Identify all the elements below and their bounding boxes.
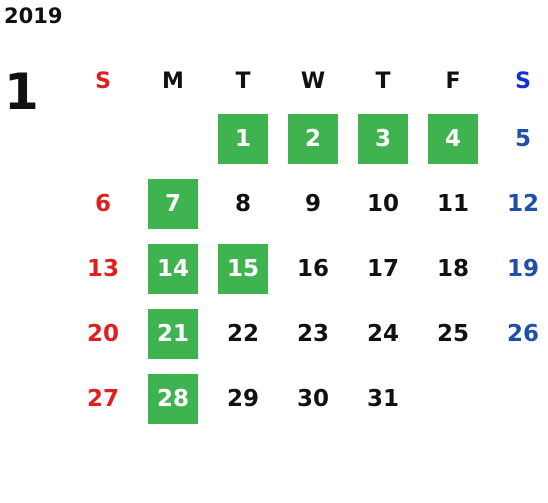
empty-day-cell — [68, 106, 138, 171]
day-number: 3 — [358, 113, 408, 164]
day-number: 9 — [304, 190, 321, 217]
day-number: 26 — [506, 320, 539, 347]
day-number: 30 — [296, 385, 329, 412]
day-number: 5 — [514, 125, 531, 152]
day-number: 19 — [506, 255, 539, 282]
day-cell: 29 — [208, 366, 278, 431]
day-cell: 13 — [68, 236, 138, 301]
weekday-friday: F — [445, 68, 461, 94]
day-number: 16 — [296, 255, 329, 282]
day-cell: 22 — [208, 301, 278, 366]
day-cell: 30 — [278, 366, 348, 431]
day-cell: 12 — [488, 171, 548, 236]
month-number: 1 — [4, 63, 39, 121]
day-cell: 7 — [138, 171, 208, 236]
day-cell: 5 — [488, 106, 548, 171]
day-number: 17 — [366, 255, 399, 282]
day-cell: 9 — [278, 171, 348, 236]
weekday-saturday: S — [515, 68, 531, 94]
day-cell: 25 — [418, 301, 488, 366]
day-cell: 23 — [278, 301, 348, 366]
day-number: 11 — [436, 190, 469, 217]
day-number: 2 — [288, 113, 338, 164]
day-number: 7 — [148, 178, 198, 229]
day-cell: 11 — [418, 171, 488, 236]
week-row: 6 7 8 9 10 11 12 — [68, 171, 548, 236]
day-cell: 17 — [348, 236, 418, 301]
day-number: 29 — [226, 385, 259, 412]
week-row: 13 14 15 16 17 18 19 — [68, 236, 548, 301]
day-cell: 16 — [278, 236, 348, 301]
year-label: 2019 — [4, 4, 63, 28]
weekday-tuesday: T — [235, 68, 251, 94]
day-number: 23 — [296, 320, 329, 347]
day-number: 24 — [366, 320, 399, 347]
day-cell: 6 — [68, 171, 138, 236]
weekday-wednesday: W — [300, 68, 326, 94]
day-number: 18 — [436, 255, 469, 282]
day-cell: 31 — [348, 366, 418, 431]
empty-day-cell — [138, 106, 208, 171]
day-number: 6 — [94, 190, 111, 217]
weekday-thursday: T — [375, 68, 391, 94]
day-number: 14 — [148, 243, 198, 294]
day-number: 10 — [366, 190, 399, 217]
week-row: 20 21 22 23 24 25 26 — [68, 301, 548, 366]
week-row: 27 28 29 30 31 — [68, 366, 548, 431]
day-number: 13 — [86, 255, 119, 282]
day-number: 1 — [218, 113, 268, 164]
day-cell: 1 — [208, 106, 278, 171]
day-number: 25 — [436, 320, 469, 347]
day-number: 4 — [428, 113, 478, 164]
day-cell: 8 — [208, 171, 278, 236]
weekday-sunday: S — [95, 68, 111, 94]
empty-day-cell — [418, 366, 488, 431]
day-cell: 4 — [418, 106, 488, 171]
day-cell: 14 — [138, 236, 208, 301]
day-number: 15 — [218, 243, 268, 294]
day-number: 12 — [506, 190, 539, 217]
day-number: 8 — [234, 190, 251, 217]
day-number: 20 — [86, 320, 119, 347]
day-number: 31 — [366, 385, 399, 412]
day-cell: 19 — [488, 236, 548, 301]
day-cell: 20 — [68, 301, 138, 366]
day-cell: 18 — [418, 236, 488, 301]
day-cell: 27 — [68, 366, 138, 431]
day-number: 21 — [148, 308, 198, 359]
day-cell: 3 — [348, 106, 418, 171]
day-cell: 21 — [138, 301, 208, 366]
weekday-monday: M — [162, 68, 184, 94]
day-number: 22 — [226, 320, 259, 347]
weekday-header: S M T W T F S — [68, 56, 548, 106]
empty-day-cell — [488, 366, 548, 431]
day-cell: 28 — [138, 366, 208, 431]
day-cell: 24 — [348, 301, 418, 366]
day-cell: 15 — [208, 236, 278, 301]
day-number: 28 — [148, 373, 198, 424]
day-cell: 10 — [348, 171, 418, 236]
day-cell: 2 — [278, 106, 348, 171]
day-number: 27 — [86, 385, 119, 412]
day-cell: 26 — [488, 301, 548, 366]
